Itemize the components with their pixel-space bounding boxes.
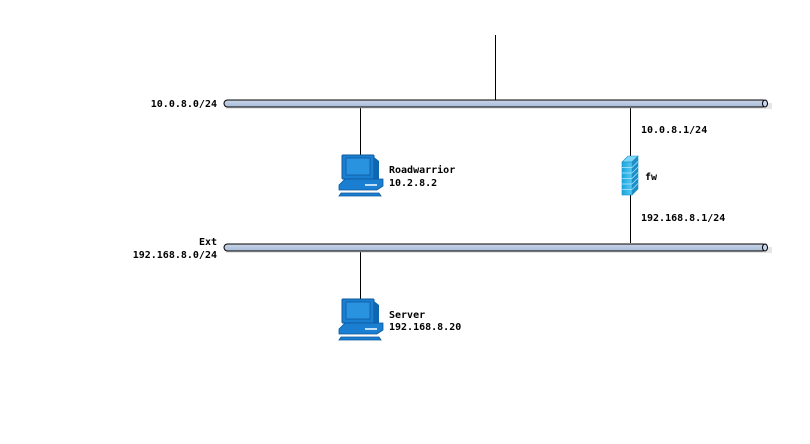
fw-lan-address: 10.0.8.1/24 (641, 125, 707, 136)
lan-subnet-label: 10.0.8.0/24 (151, 99, 217, 110)
network-bus-lan[interactable] (223, 99, 772, 109)
ext-subnet-label: 192.168.8.0/24 (133, 250, 217, 261)
computer-icon (338, 154, 384, 197)
network-bus-ext[interactable] (223, 243, 772, 253)
server-address: 192.168.8.20 (389, 322, 461, 333)
node-server[interactable]: Server 192.168.8.20 (338, 298, 461, 341)
node-roadwarrior[interactable]: Roadwarrior 10.2.8.2 (338, 154, 455, 197)
fw-name: fw (645, 172, 658, 183)
node-fw[interactable]: fw 10.0.8.1/24 192.168.8.1/24 (621, 125, 725, 224)
fw-ext-address: 192.168.8.1/24 (641, 213, 725, 224)
roadwarrior-address: 10.2.8.2 (389, 178, 437, 189)
server-name: Server (389, 310, 425, 321)
firewall-icon (621, 155, 639, 196)
ext-name-label: Ext (199, 237, 217, 248)
roadwarrior-name: Roadwarrior (389, 164, 455, 176)
computer-icon (338, 298, 384, 341)
